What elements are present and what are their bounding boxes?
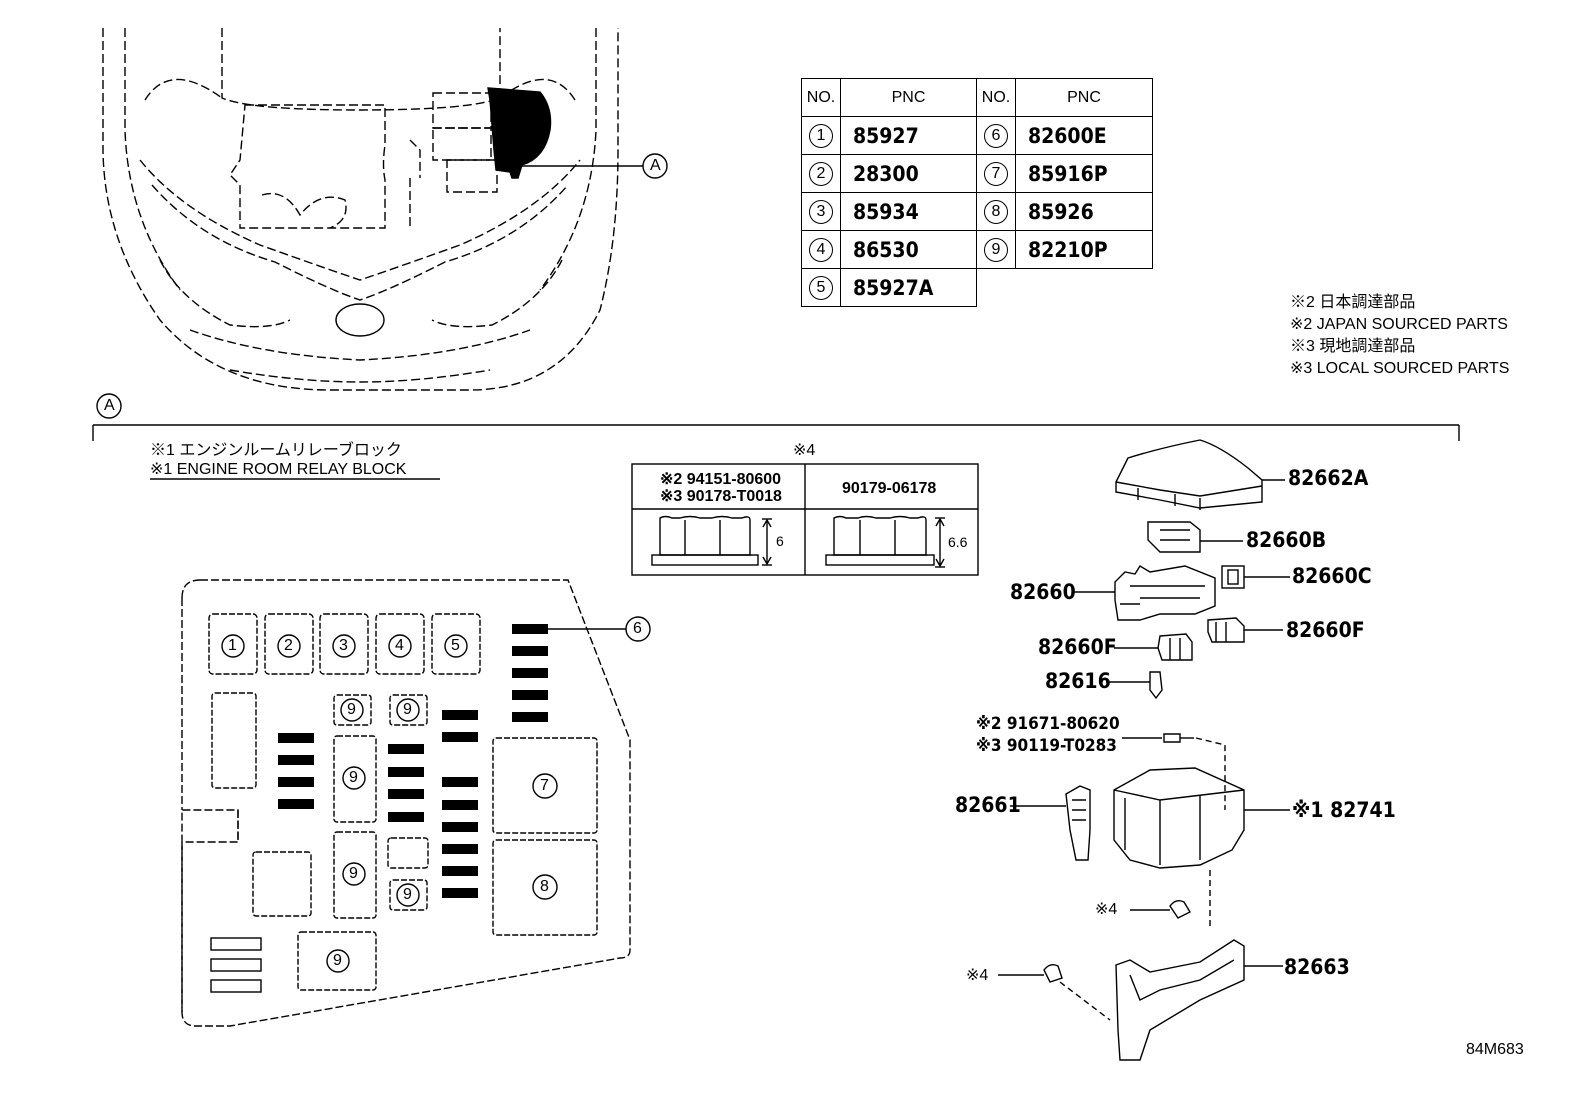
part-82660b: 82660B <box>1246 528 1327 552</box>
relay-number: 2 <box>284 637 293 654</box>
relay-number: 9 <box>349 865 358 882</box>
row-no: 1 <box>809 123 833 148</box>
row-no: 6 <box>984 123 1008 148</box>
sourcing-notes: ※2 日本調達部品 ※2 JAPAN SOURCED PARTS ※3 現地調達… <box>1290 292 1509 380</box>
row-no: 7 <box>984 161 1008 186</box>
relay-block-label-jp: ※1 エンジンルームリレーブロック <box>150 442 402 459</box>
part-82661: 82661 <box>955 793 1021 817</box>
table-row: 5 85927A <box>801 268 1153 307</box>
table-row: 4 86530 9 82210P <box>801 230 1153 269</box>
relay-number: 9 <box>349 769 358 786</box>
relay-number: 8 <box>540 878 549 895</box>
nut-left-dim: 6 <box>776 533 784 549</box>
exploded-parts <box>998 439 1290 1061</box>
row-pnc: 28300 <box>840 154 977 193</box>
part-82660c: 82660C <box>1292 564 1372 588</box>
header-pnc-left: PNC <box>840 78 977 117</box>
part-82662a: 82662A <box>1288 466 1369 490</box>
relay-number: 9 <box>403 886 412 903</box>
row-pnc: 82600E <box>1015 116 1153 155</box>
part-82616: 82616 <box>1045 669 1111 693</box>
row-no: 5 <box>809 275 833 300</box>
part-82660f-right: 82660F <box>1286 618 1365 642</box>
row-pnc: 85927 <box>840 116 977 155</box>
relay-block-label-en: ※1 ENGINE ROOM RELAY BLOCK <box>150 461 407 478</box>
row-no: 3 <box>809 199 833 224</box>
nut-table <box>631 463 979 576</box>
note-line: ※2 日本調達部品 <box>1290 294 1416 311</box>
relay-number: 6 <box>633 620 642 637</box>
row-pnc: 86530 <box>840 230 977 269</box>
row-pnc: 85916P <box>1015 154 1153 193</box>
relay-number: 3 <box>339 637 348 654</box>
table-row: 3 85934 8 85926 <box>801 192 1153 231</box>
part-82741: ※1 82741 <box>1292 798 1396 822</box>
note-line: ※3 LOCAL SOURCED PARTS <box>1290 360 1510 377</box>
relay-number: 1 <box>228 637 237 654</box>
part-note4-upper: ※4 <box>1095 901 1118 918</box>
figure-code: 84M683 <box>1466 1041 1524 1058</box>
top-relays <box>208 613 481 675</box>
part-82660: 82660 <box>1010 580 1076 604</box>
nut-right-dim: 6.6 <box>948 534 968 550</box>
nut-left-code: ※2 94151-80600 <box>660 471 782 488</box>
header-pnc-right: PNC <box>1015 78 1153 117</box>
row-no: 2 <box>809 161 833 186</box>
relay-number: 9 <box>347 701 356 718</box>
row-pnc: 85927A <box>840 268 977 307</box>
fuses-6 <box>512 624 548 722</box>
part-note4-lower: ※4 <box>966 967 989 984</box>
table-row: 1 85927 6 82600E <box>801 116 1153 155</box>
row-no: 4 <box>809 237 833 262</box>
row-pnc: 85934 <box>840 192 977 231</box>
header-no-left: NO. <box>801 78 841 117</box>
fuse-block <box>181 579 651 1027</box>
part-82663: 82663 <box>1284 955 1350 979</box>
part-82660f-left: 82660F <box>1038 635 1117 659</box>
header-no-right: NO. <box>976 78 1016 117</box>
relay-number: 5 <box>451 637 460 654</box>
pnc-table: NO. PNC NO. PNC 1 85927 6 82600E 2 28300… <box>801 78 1153 307</box>
note-line: ※2 JAPAN SOURCED PARTS <box>1290 316 1508 333</box>
row-no: 9 <box>984 237 1008 262</box>
row-pnc: 85926 <box>1015 192 1153 231</box>
car-top-view <box>102 28 668 391</box>
section-a-letter: A <box>104 397 115 414</box>
part-bolt-code-2: ※3 90119-T0283 <box>976 736 1117 756</box>
row-no: 8 <box>984 199 1008 224</box>
part-bolt-code-1: ※2 91671-80620 <box>976 714 1120 734</box>
relay-number: 7 <box>540 777 549 794</box>
relay-number: 9 <box>403 701 412 718</box>
relay-number: 4 <box>395 637 404 654</box>
section-bracket <box>92 393 1460 441</box>
row-pnc: 82210P <box>1015 230 1153 269</box>
note-line: ※3 現地調達部品 <box>1290 338 1416 355</box>
nut-right-code: 90179-06178 <box>842 480 937 497</box>
nut-left-code: ※3 90178-T0018 <box>660 488 782 505</box>
relay-number: 9 <box>333 952 342 969</box>
callout-a-letter: A <box>650 157 661 174</box>
nut-table-note: ※4 <box>793 442 816 459</box>
table-row: 2 28300 7 85916P <box>801 154 1153 193</box>
